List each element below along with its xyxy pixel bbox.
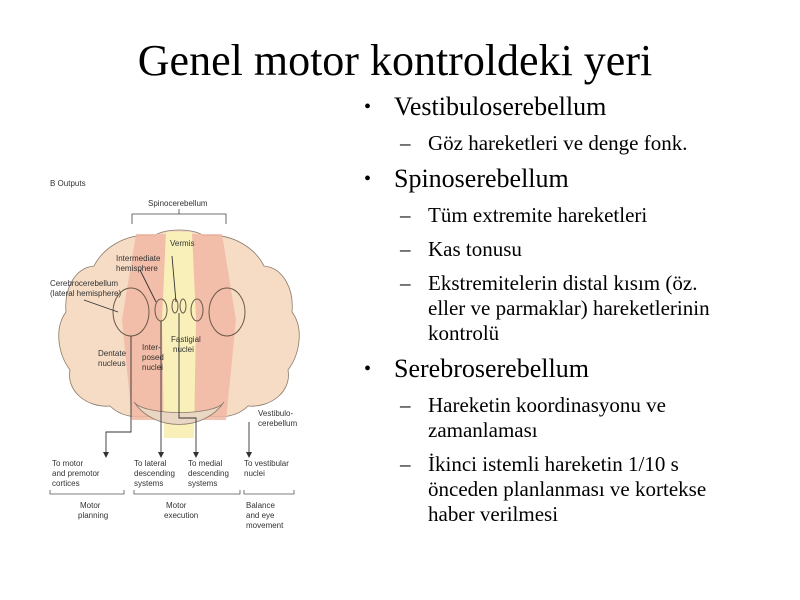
label-intermediate-2: hemisphere (116, 264, 158, 273)
arrow-vermis-input (171, 255, 177, 303)
sub-bullet-text: Kas tonusu (428, 237, 522, 261)
label-interposed-2: posed (142, 353, 164, 362)
dentate-nucleus-right (208, 287, 246, 337)
label-fastigial-2: nuclei (173, 345, 194, 354)
target-1-line2: and premotor (52, 469, 100, 478)
label-fastigial-1: Fastigial (171, 335, 201, 344)
sub-bullet-text: İkinci istemli hareketin 1/10 s (428, 452, 679, 476)
bullet-dot-icon: • (364, 358, 372, 380)
dash-icon: – (400, 131, 411, 155)
function-2-line1: Motor (166, 501, 187, 510)
label-interposed-3: nuclei (142, 363, 163, 372)
sub-bullet: –Ekstremitelerin distal kısım (öz.eller … (364, 271, 794, 346)
label-intermediate-1: Intermediate (116, 254, 161, 263)
function-3-line3: movement (246, 521, 284, 530)
label-dentate-2: nucleus (98, 359, 126, 368)
dash-icon: – (400, 203, 411, 227)
target-1-line1: To motor (52, 459, 83, 468)
dash-icon: – (400, 393, 411, 417)
bracket-motor-planning (49, 490, 125, 495)
label-cerebrocerebellum-2: (lateral hemisphere) (50, 289, 121, 298)
sub-bullet-text: zamanlaması (428, 418, 538, 442)
arrowhead-icon (103, 452, 109, 458)
label-cerebrocerebellum-1: Cerebrocerebellum (50, 279, 118, 288)
label-spinocerebellum: Spinocerebellum (148, 199, 208, 208)
arrow-lateral-input (83, 299, 119, 313)
bullet-heading: Serebroserebellum (394, 354, 589, 383)
sub-bullet-text: Göz hareketleri ve denge fonk. (428, 131, 688, 155)
target-3-line2: descending (188, 469, 229, 478)
target-2-line2: descending (134, 469, 175, 478)
sub-bullet-text: Tüm extremite hareketleri (428, 203, 648, 227)
function-1-line2: planning (78, 511, 108, 520)
label-vermis: Vermis (170, 239, 194, 248)
cerebellum-outputs-diagram: B Outputs Spinocerebellum Vermis Interme… (49, 179, 300, 530)
bullet-list: •Vestibuloserebellum –Göz hareketleri ve… (364, 92, 794, 527)
arrowhead-icon (193, 452, 199, 458)
sub-bullet-text: haber verilmesi (428, 502, 559, 526)
label-interposed-1: Inter- (142, 343, 161, 352)
bullet-heading: Vestibuloserebellum (394, 92, 607, 121)
function-1-line1: Motor (80, 501, 101, 510)
bullet-spinocerebellum: • Spinoserebellum (364, 164, 794, 194)
panel-label: B Outputs (50, 179, 86, 188)
sub-bullet-text: eller ve parmaklar) hareketlerinin (428, 296, 710, 320)
fastigial-nucleus-left (171, 298, 179, 314)
sub-bullet-text: kontrolü (428, 321, 500, 345)
bullet-dot-icon: • (364, 96, 372, 118)
sub-bullet: –Tüm extremite hareketleri (364, 203, 794, 228)
sub-bullet-text: Hareketin koordinasyonu ve (428, 393, 666, 417)
arrowhead-icon (246, 452, 252, 458)
fastigial-nucleus-right (179, 298, 187, 314)
arrow-dentate-output (105, 336, 132, 454)
function-3-line1: Balance (246, 501, 275, 510)
bracket-motor-execution (133, 490, 241, 495)
sub-bullet-text: Ekstremitelerin distal kısım (öz. (428, 271, 698, 295)
label-vestibulocerebellum-1: Vestibulo- (258, 409, 293, 418)
dash-icon: – (400, 452, 411, 476)
spinocerebellum-bracket (131, 209, 227, 224)
interposed-nucleus-right (190, 298, 204, 322)
target-3-line1: To medial (188, 459, 222, 468)
bullet-vestibulocerebellum: • Vestibuloserebellum (364, 92, 794, 122)
target-4-line1: To vestibular (244, 459, 289, 468)
target-2-line1: To lateral (134, 459, 167, 468)
bracket-balance (243, 490, 295, 495)
target-1-line3: cortices (52, 479, 80, 488)
slide-title: Genel motor kontroldeki yeri (137, 36, 653, 85)
function-2-line2: execution (164, 511, 198, 520)
bullet-dot-icon: • (364, 168, 372, 190)
bullet-cerebrocerebellum: • Serebroserebellum (364, 354, 794, 384)
function-3-line2: and eye (246, 511, 275, 520)
label-dentate-1: Dentate (98, 349, 127, 358)
target-3-line3: systems (188, 479, 217, 488)
arrow-intermediate-input (139, 269, 157, 303)
arrow-fastigial-output (178, 313, 197, 454)
arrowhead-icon (158, 452, 164, 458)
bullet-heading: Spinoserebellum (394, 164, 569, 193)
label-vestibulocerebellum-2: cerebellum (258, 419, 297, 428)
sub-bullet-text: önceden planlanması ve kortekse (428, 477, 707, 501)
target-4-line2: nuclei (244, 469, 265, 478)
dash-icon: – (400, 237, 411, 261)
target-2-line3: systems (134, 479, 163, 488)
dash-icon: – (400, 271, 411, 295)
sub-bullet: –Göz hareketleri ve denge fonk. (364, 131, 794, 156)
sub-bullet: –Kas tonusu (364, 237, 794, 262)
